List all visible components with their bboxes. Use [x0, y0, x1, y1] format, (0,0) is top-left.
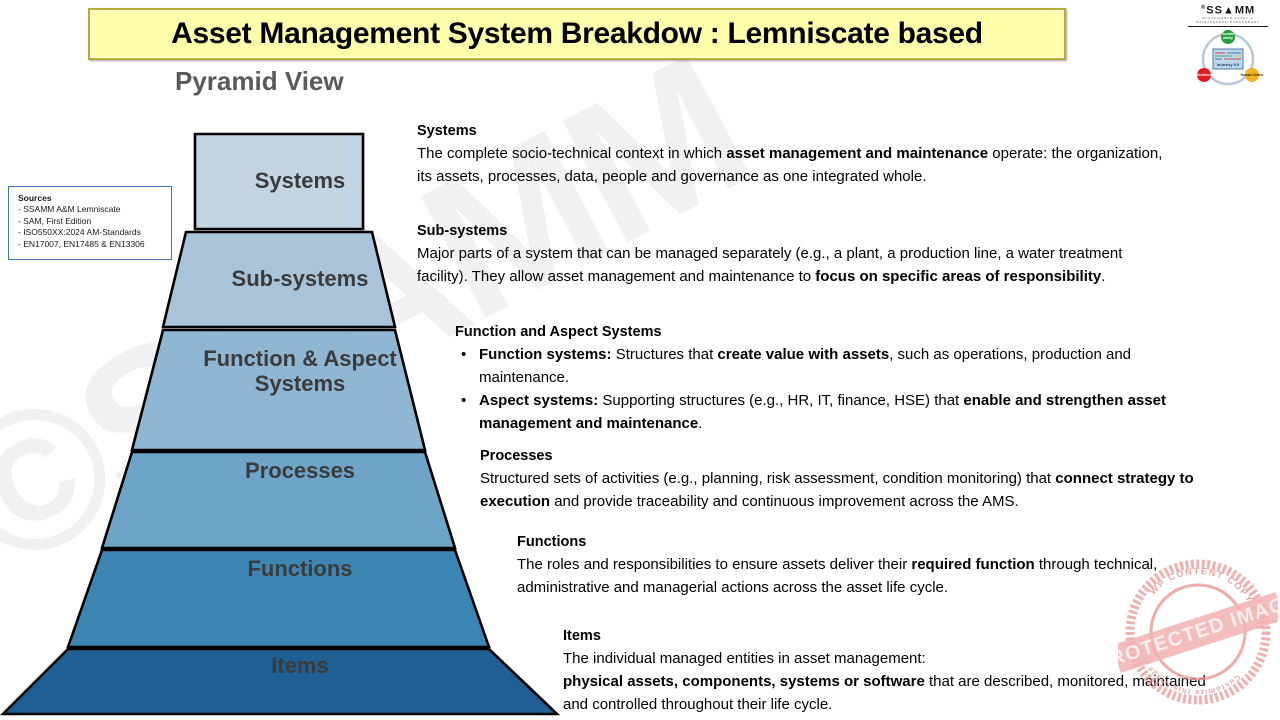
logo-wordmark: ®SS▲MM: [1200, 4, 1256, 17]
logo-node-label-resilience: Resilience: [1196, 73, 1212, 77]
logo-divider: [1188, 25, 1268, 27]
description-heading-systems: Systems: [417, 123, 477, 139]
description-body-systems: The complete socio-technical context in …: [417, 145, 1163, 185]
source-item: - SSAMM A&M Lemniscate: [18, 204, 121, 214]
logo-tagline-1: SUSTAINABLE ASSET &: [1202, 16, 1254, 20]
bullet-icon: •: [461, 392, 467, 409]
logo-circle-svg: Industry 5.0 Sustain ability Resilience …: [1196, 29, 1264, 85]
description-block-sub-systems: Sub-systems Major parts of a system that…: [417, 222, 1177, 288]
description-block-processes: Processes Structured sets of activities …: [480, 447, 1220, 513]
description-block-items: Items The individual managed entities in…: [563, 627, 1223, 716]
pyramid-svg: [0, 132, 561, 716]
description-heading-processes: Processes: [480, 448, 553, 464]
pyramid-tier-systems[interactable]: [193, 132, 365, 231]
description-bullet-function-systems: • Function systems: Structures that crea…: [455, 343, 1200, 389]
pyramid-tier-function-aspect-systems[interactable]: [130, 328, 427, 452]
description-body-items: The individual managed entities in asset…: [563, 650, 1206, 713]
description-block-systems: Systems The complete socio-technical con…: [417, 122, 1177, 188]
logo-node-human-centric: [1245, 67, 1259, 82]
description-body-processes: Structured sets of activities (e.g., pla…: [480, 470, 1194, 510]
description-block-functions: Functions The roles and responsibilities…: [517, 533, 1217, 599]
pyramid-tier-processes[interactable]: [100, 450, 457, 550]
page-title: Asset Management System Breakdow : Lemni…: [171, 17, 983, 50]
description-body-sub-systems: Major parts of a system that can be mana…: [417, 245, 1123, 285]
sources-heading: Sources: [18, 193, 52, 203]
slide-title-bar: Asset Management System Breakdow : Lemni…: [88, 8, 1066, 60]
logo-node-label-sustainability2: ability: [1223, 36, 1233, 40]
slide-subtitle: Pyramid View: [175, 66, 344, 96]
source-item: - SAM, First Edition: [18, 215, 92, 226]
description-body-functions: The roles and responsibilities to ensure…: [517, 556, 1158, 596]
logo-center-label: Industry 5.0: [1217, 62, 1240, 67]
pyramid-tier-functions[interactable]: [66, 548, 491, 649]
description-heading-function-aspect: Function and Aspect Systems: [455, 324, 662, 340]
logo-node-sustainability: [1221, 29, 1235, 44]
description-block-function-aspect: Function and Aspect Systems • Function s…: [455, 323, 1200, 435]
logo-node-label-sustainability: Sustain: [1222, 32, 1234, 36]
logo-tagline-2: MAINTENANCE MANAGEMENT: [1196, 20, 1260, 24]
sources-box: Sources - SSAMM A&M Lemniscate - SAM, Fi…: [8, 186, 172, 260]
bullet-icon: •: [461, 346, 467, 363]
logo-node-resilience: [1197, 67, 1211, 82]
description-bullet-aspect-systems: • Aspect systems: Supporting structures …: [455, 389, 1200, 435]
source-item: - ISO550XX:2024 AM-Standards: [18, 227, 141, 238]
description-heading-functions: Functions: [517, 534, 587, 550]
source-item: - EN17007, EN17485 & EN13306: [18, 238, 145, 249]
ssamm-logo: ®SS▲MM SUSTAINABLE ASSET & MAINTENANCE M…: [1182, 2, 1274, 88]
pyramid-tier-sub-systems[interactable]: [161, 230, 397, 329]
description-heading-sub-systems: Sub-systems: [417, 223, 508, 239]
description-heading-items: Items: [563, 628, 601, 644]
logo-industry-diagram: Industry 5.0 Sustain ability Resilience …: [1182, 27, 1274, 87]
pyramid-tier-items[interactable]: [0, 647, 561, 716]
logo-node-label-human-centric: Human-Centric: [1241, 73, 1264, 77]
registered-icon: ®: [1200, 5, 1207, 11]
